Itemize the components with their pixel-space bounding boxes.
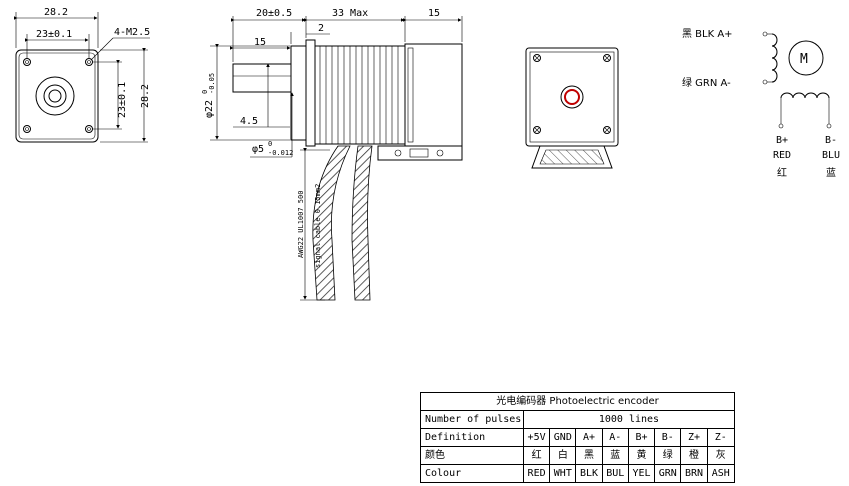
wiring-diagram: 黑 BLK A+ 绿 GRN A- M B+ RED 红 B- BLU 蓝 [682,28,840,179]
table-row-colour: Colour RED WHT BLK BUL YEL GRN BRN ASH [420,464,736,483]
body-dim-label: 33 Max [332,8,368,19]
front-hole-spacing-v: 23±0.1 [117,82,128,118]
color-cn-cell: 黄 [627,446,656,465]
shaft-diameter-label: φ5 [252,144,264,155]
wire-b-plus-color-en: RED [773,150,791,161]
definition-cell: GND [549,428,577,447]
wire-b-plus-color-cn: 红 [777,166,787,179]
front-flange-outline [15,49,99,143]
technical-drawing: 28.2 23±0.1 4-M2.5 23±0.1 28.2 [14,7,840,301]
coil-b [780,92,830,99]
color-cn-cell: 红 [522,446,551,465]
encoder-housing [404,43,463,147]
colour-en-cell: WHT [549,464,577,483]
table-row-pulses: Number of pulses 1000 lines [420,410,736,429]
power-cable [312,145,351,301]
front-width-label: 28.2 [44,7,68,18]
boss-tol-upper: 0 [201,90,209,94]
motor-symbol [788,40,824,76]
color-cn-cell: 绿 [654,446,682,465]
rear-connector [531,145,613,169]
table-row-definition: Definition +5V GND A+ A- B+ B- Z+ Z- [420,428,736,447]
color-cn-cell: 橙 [680,446,708,465]
shaft-circle [48,89,62,103]
cable-spec-label: AWG22 UL1007 500 [297,191,305,258]
coil-a [771,33,778,83]
colour-en-cell: GRN [654,464,682,483]
colour-en-cell: ASH [706,464,736,483]
boss [290,45,307,141]
flange-dim-label: 20±0.5 [256,8,292,19]
front-hole-spacing-h: 23±0.1 [36,29,72,40]
front-height-label: 28.2 [140,84,151,108]
boss-length-label: 4.5 [240,116,258,127]
table-row-color-cn: 颜色 红 白 黑 蓝 黄 绿 橙 灰 [420,446,736,465]
color-cn-cell: 黑 [575,446,603,465]
colour-en-cell: YEL [627,464,656,483]
cooling-fins [319,46,399,144]
mounting-holes [23,58,93,133]
colour-label: Colour [420,464,524,483]
definition-cell: B- [654,428,682,447]
definition-cell: Z+ [680,428,708,447]
color-cn-cell: 灰 [706,446,736,465]
definition-cell: A+ [575,428,603,447]
definition-cell: A- [601,428,629,447]
color-cn-cell: 蓝 [601,446,629,465]
side-view: AWG22 UL1007 500 signal cable 0.15mm2 20… [201,8,463,301]
shaft-length-label: 15 [254,37,266,48]
signal-cable [351,145,373,301]
encoder-dim-label: 15 [428,8,440,19]
definition-cell: +5V [522,428,551,447]
shaft-tol-lower: -0.012 [268,149,293,157]
flange-step-label: 2 [318,23,324,34]
wire-b-minus-color-en: BLU [822,150,840,161]
wire-b-plus-label: B+ [776,135,788,146]
table-title: 光电编码器 Photoelectric encoder [420,392,735,411]
front-hole-spec: 4-M2.5 [114,27,150,38]
front-view: 28.2 23±0.1 4-M2.5 23±0.1 28.2 [14,7,151,143]
wire-a-minus-label: 绿 GRN A- [682,76,731,89]
signal-cable-label: signal cable 0.15mm2 [314,184,322,268]
boss-tol-lower: -0.05 [208,73,216,94]
definition-cell: Z- [706,428,736,447]
shaft-tol-upper: 0 [268,140,272,148]
connector-plate [377,145,463,161]
wire-b-minus-color-cn: 蓝 [826,167,836,179]
pulses-label: Number of pulses [420,410,524,429]
encoder-table: 光电编码器 Photoelectric encoder Number of pu… [420,392,736,483]
wire-a-plus-label: 黑 BLK A+ [682,28,733,40]
rear-view [525,47,619,169]
color-cn-cell: 白 [549,446,577,465]
boss-circle [35,76,75,116]
colour-en-cell: BLK [575,464,603,483]
table-title-text: 光电编码器 Photoelectric encoder [496,395,659,407]
wire-b-minus-label: B- [825,135,837,146]
motor-symbol-label: M [800,52,808,67]
motor-body [314,45,406,145]
rear-bearing [560,85,584,109]
colour-en-cell: BUL [601,464,629,483]
boss-diameter-label: φ22 [204,100,215,118]
definition-cell: B+ [627,428,656,447]
pulses-value: 1000 lines [522,410,736,429]
colour-en-cell: RED [522,464,551,483]
shaft [232,63,292,93]
colour-en-cell: BRN [680,464,708,483]
table-title-row: 光电编码器 Photoelectric encoder [420,392,735,411]
definition-label: Definition [420,428,524,447]
flange [305,39,316,147]
color-cn-label: 颜色 [420,446,524,465]
